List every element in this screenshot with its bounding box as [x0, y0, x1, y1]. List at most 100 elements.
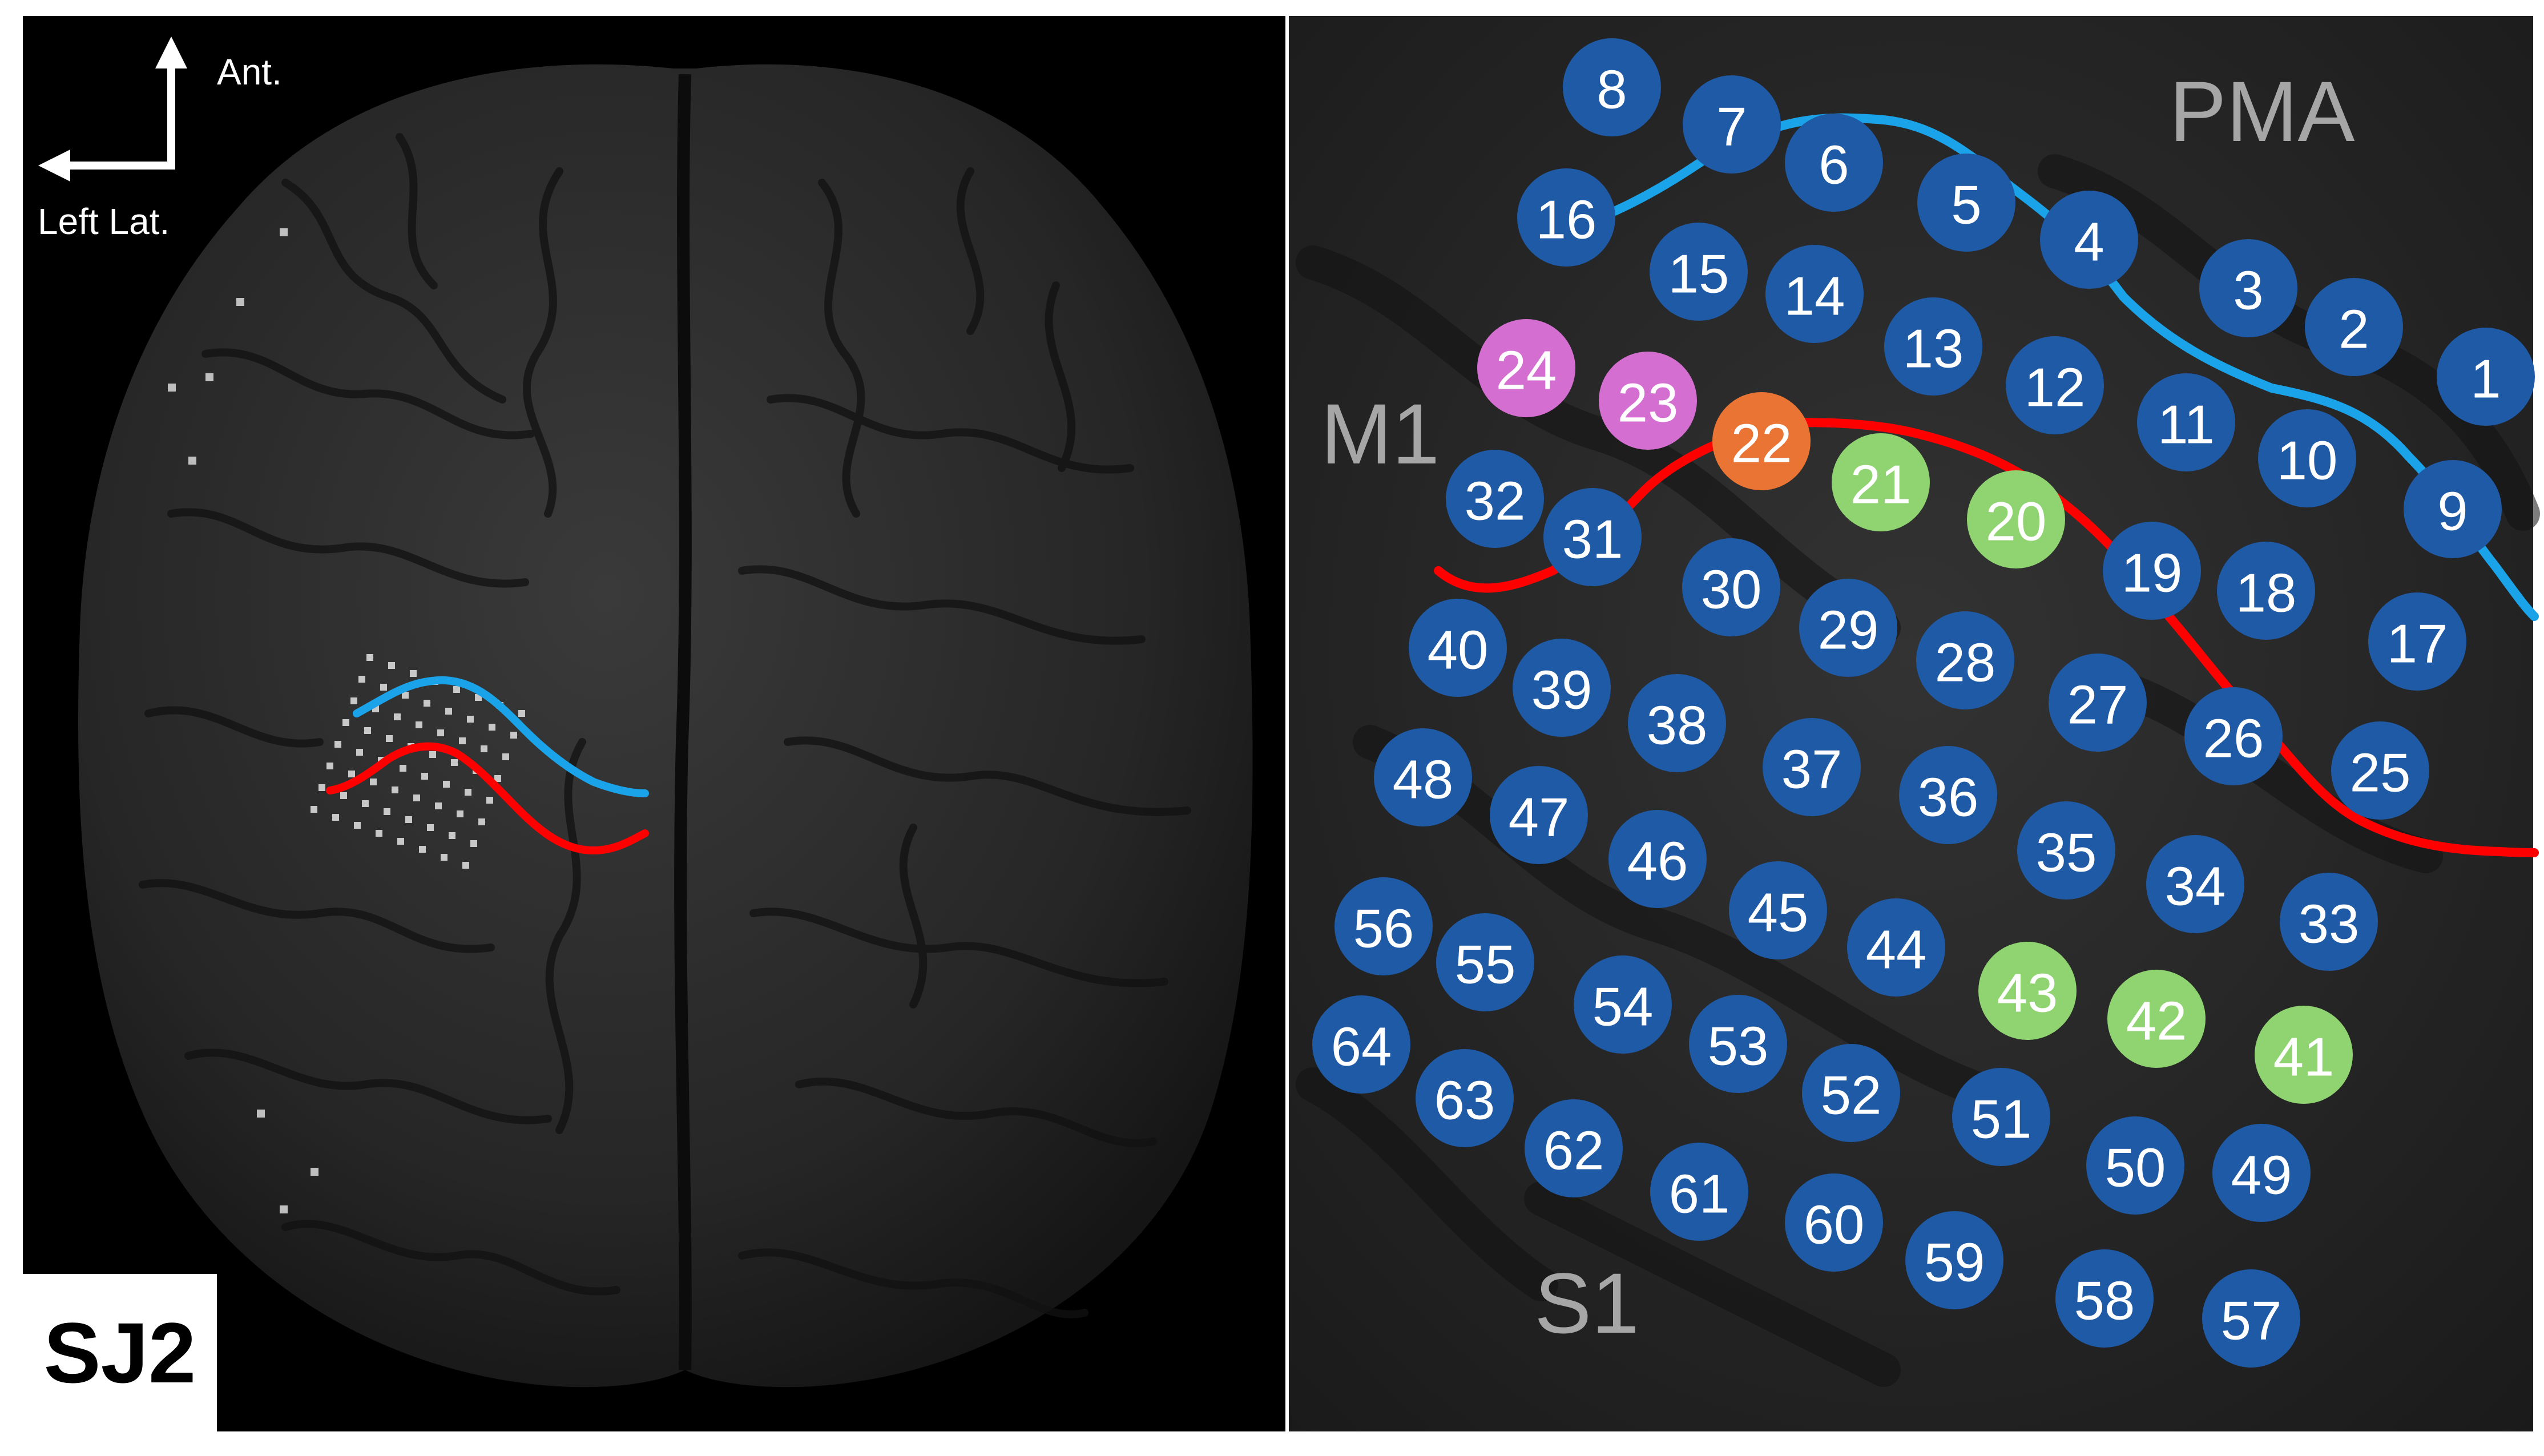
overview-contact	[348, 771, 355, 777]
electrode-46: 46	[1608, 810, 1707, 908]
electrode-disc	[2217, 542, 2315, 640]
electrode-disc	[1683, 75, 1781, 174]
overview-contact	[486, 797, 493, 804]
cortex-texture	[1296, 154, 2540, 1387]
overview-contact	[370, 779, 377, 785]
electrode-disc	[1650, 1143, 1748, 1241]
electrode-disc	[2368, 592, 2466, 691]
electrode-36: 36	[1899, 746, 1997, 844]
overview-contact	[342, 719, 349, 726]
electrode-label: 51	[1971, 1089, 2032, 1150]
electrode-label: 43	[1997, 963, 2058, 1024]
electrode-32: 32	[1446, 450, 1544, 548]
overview-contact	[350, 697, 357, 704]
overview-contact	[518, 710, 525, 717]
overview-contact	[489, 724, 495, 731]
overview-contact	[397, 838, 404, 845]
overview-contact	[510, 732, 517, 739]
overview-contact	[362, 800, 369, 807]
overview-contact	[384, 808, 390, 815]
electrode-label: 24	[1496, 340, 1557, 401]
electrode-disc	[1513, 639, 1611, 737]
electrode-disc	[1574, 955, 1672, 1054]
electrode-disc	[1847, 898, 1945, 997]
subject-label: SJ2	[44, 1305, 196, 1401]
electrode-label: 58	[2074, 1271, 2135, 1332]
electrode-18: 18	[2217, 542, 2315, 640]
electrode-22: 22	[1712, 392, 1811, 490]
electrode-disc	[1490, 766, 1588, 864]
electrode-7: 7	[1683, 75, 1781, 174]
electrode-14: 14	[1765, 245, 1864, 343]
electrode-label: 56	[1353, 898, 1414, 959]
electrode-57: 57	[2202, 1269, 2300, 1368]
electrode-disc	[1729, 861, 1827, 959]
electrode-label: 57	[2221, 1290, 2282, 1352]
electrode-label: 2	[2339, 299, 2369, 360]
overview-contact	[332, 814, 339, 821]
electrode-10: 10	[2258, 409, 2356, 507]
electrode-47: 47	[1490, 766, 1588, 864]
electrode-disc	[2331, 721, 2429, 820]
electrode-35: 35	[2017, 801, 2115, 900]
electrode-19: 19	[2103, 522, 2201, 620]
electrode-6: 6	[1785, 114, 1883, 212]
electrode-43: 43	[1978, 942, 2077, 1040]
electrode-disc	[1763, 718, 1861, 816]
electrode-1: 1	[2437, 328, 2535, 426]
electrode-label: 64	[1331, 1017, 1392, 1078]
electrode-37: 37	[1763, 718, 1861, 816]
electrode-27: 27	[2049, 654, 2147, 752]
electrode-20: 20	[1967, 470, 2065, 568]
overview-contact	[413, 794, 420, 801]
electrode-label: 33	[2299, 894, 2360, 955]
electrode-label: 7	[1716, 96, 1747, 158]
overview-contact	[400, 765, 406, 772]
electrode-33: 33	[2280, 873, 2378, 971]
electrode-label: 49	[2231, 1145, 2292, 1206]
electrode-42: 42	[2107, 970, 2206, 1068]
electrode-64: 64	[1312, 995, 1410, 1094]
region-label-m1: M1	[1321, 386, 1440, 482]
electrode-48: 48	[1374, 728, 1472, 826]
overview-contact	[416, 721, 422, 728]
electrode-38: 38	[1628, 674, 1726, 772]
electrode-label: 35	[2036, 822, 2097, 884]
overview-contact	[394, 713, 401, 720]
electrode-grid-overview	[311, 654, 525, 869]
electrode-11: 11	[2137, 373, 2235, 471]
electrode-disc	[2049, 654, 2147, 752]
electrode-16: 16	[1517, 168, 1615, 267]
electrode-disc	[2086, 1116, 2184, 1215]
electrode-41: 41	[2255, 1006, 2353, 1104]
overview-contact	[462, 862, 469, 869]
electrode-label: 8	[1596, 59, 1627, 120]
electrode-label: 3	[2233, 260, 2263, 321]
electrode-15: 15	[1650, 223, 1748, 321]
electrode-55: 55	[1436, 913, 1534, 1011]
electrode-disc	[1682, 538, 1780, 636]
electrode-disc	[2404, 460, 2502, 558]
electrode-disc	[2258, 409, 2356, 507]
electrode-disc	[2040, 191, 2138, 289]
overview-contact	[356, 749, 363, 756]
electrode-label: 34	[2165, 856, 2226, 917]
overview-contact	[334, 741, 341, 748]
electrode-25: 25	[2331, 721, 2429, 820]
electrode-53: 53	[1689, 995, 1787, 1093]
electrode-label: 55	[1455, 934, 1516, 995]
electrode-label: 45	[1748, 882, 1809, 943]
electrode-54: 54	[1574, 955, 1672, 1054]
overview-contact	[478, 818, 485, 825]
electrode-disc	[1477, 319, 1575, 417]
overview-contact	[326, 763, 333, 769]
electrode-disc	[1525, 1099, 1623, 1197]
electrode-disc	[2212, 1124, 2311, 1222]
electrode-45: 45	[1729, 861, 1827, 959]
electrode-label: 17	[2387, 614, 2448, 675]
electrode-label: 48	[1393, 749, 1454, 810]
overview-contact	[354, 822, 361, 829]
overview-contact	[481, 745, 487, 752]
electrode-29: 29	[1799, 579, 1897, 677]
electrode-disc	[1608, 810, 1707, 908]
